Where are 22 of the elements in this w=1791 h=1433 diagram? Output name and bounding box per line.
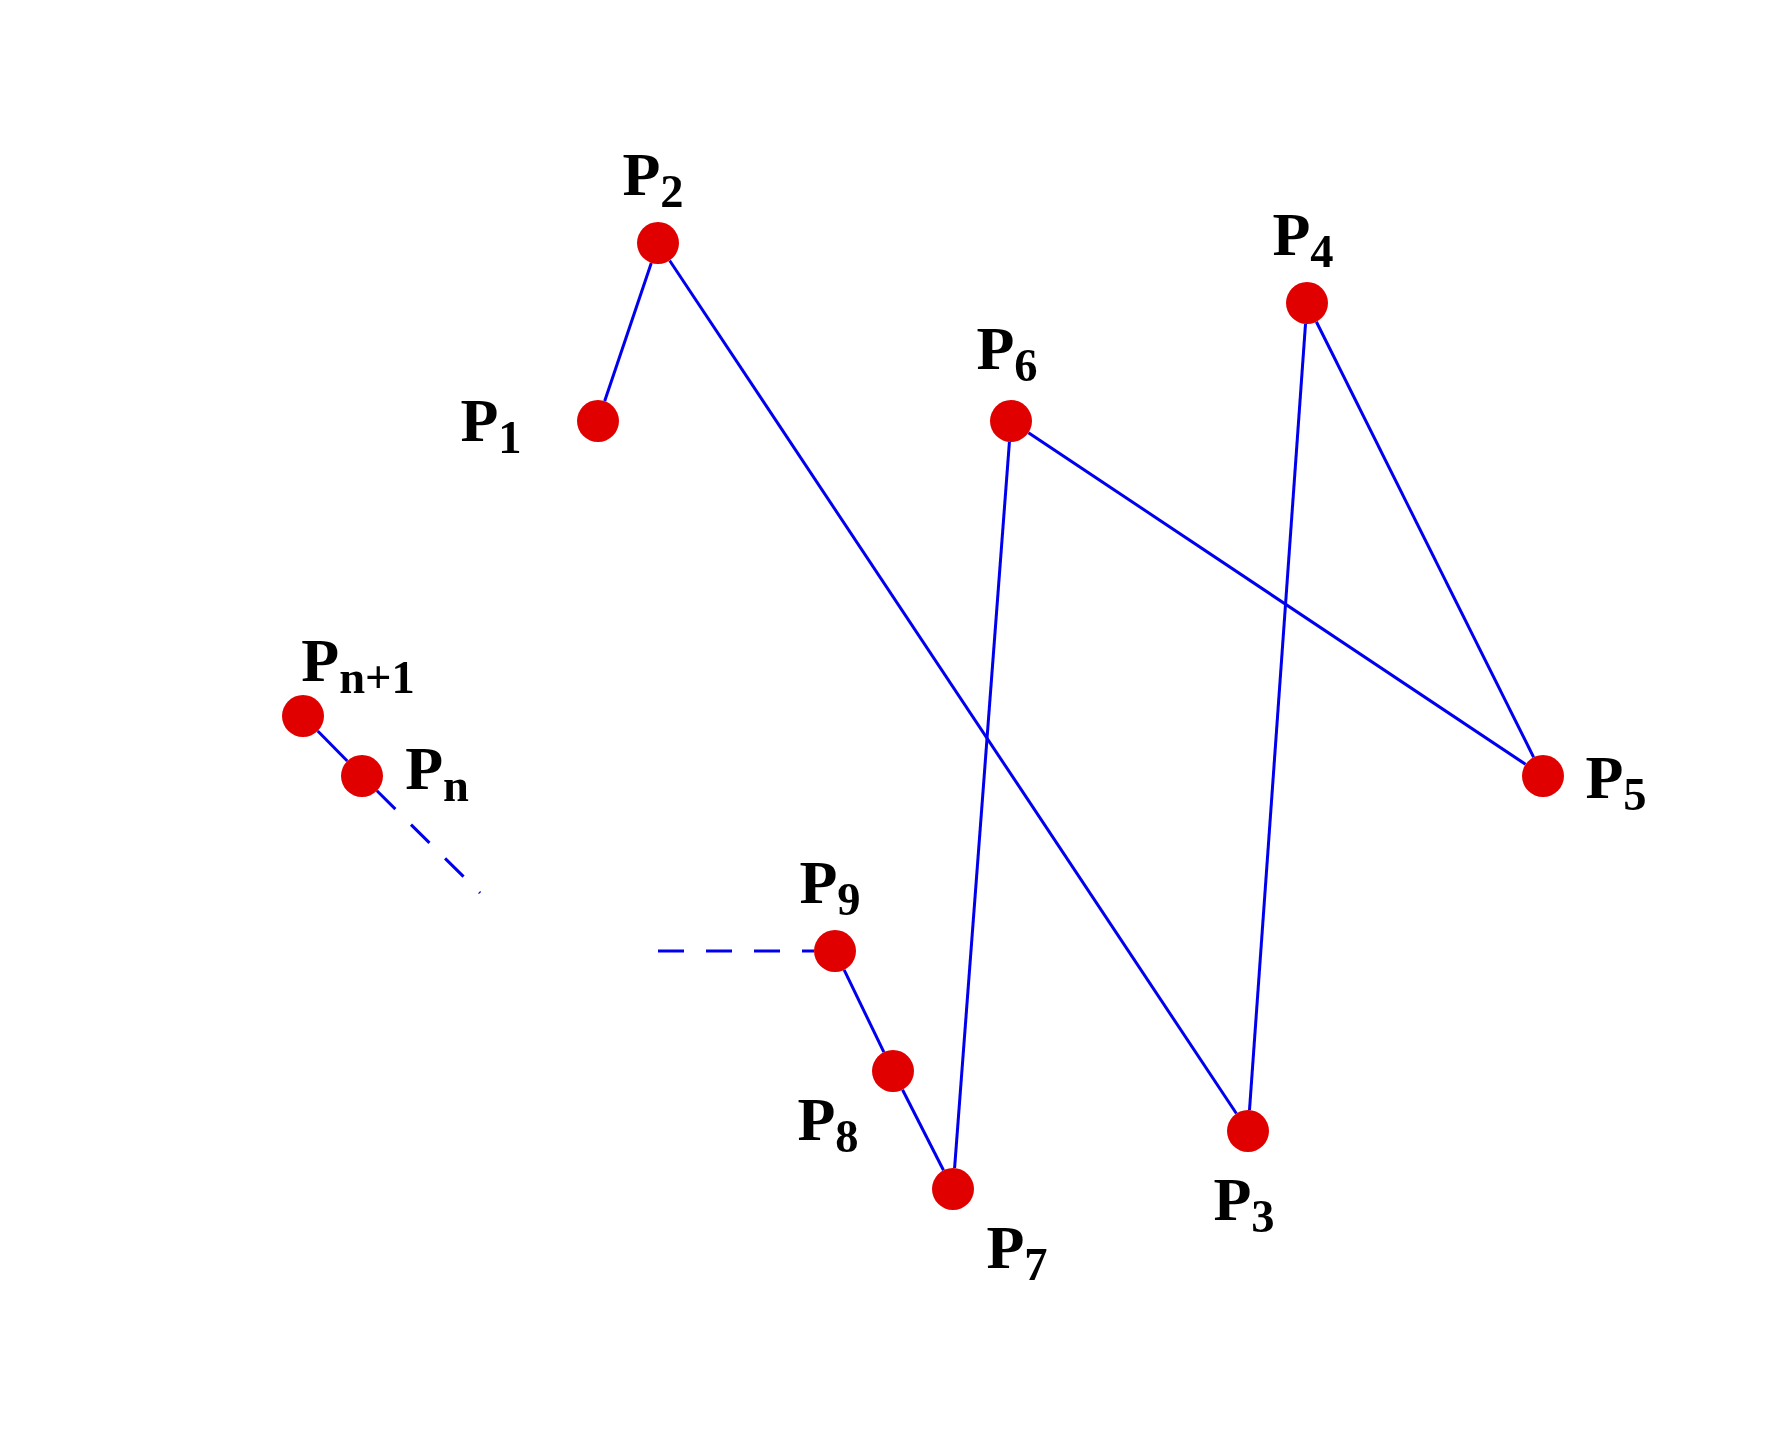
dashed-line xyxy=(375,789,482,895)
line-segment xyxy=(901,1089,945,1171)
point-label: P$_{2}$ xyxy=(622,143,684,205)
point-label: P$_{n+1}$ xyxy=(301,629,415,691)
point-label: P$_{5}$ xyxy=(1585,746,1647,808)
point-label: P$_{3}$ xyxy=(1213,1168,1275,1230)
point-label: P$_{4}$ xyxy=(1272,203,1334,265)
point-label: P$_{6}$ xyxy=(976,317,1038,379)
point-label: P$_{7}$ xyxy=(986,1216,1048,1278)
line-segment xyxy=(603,262,653,402)
line-segment xyxy=(1315,321,1535,758)
point-label: P$_{1}$ xyxy=(460,389,522,451)
line-segment xyxy=(842,969,886,1053)
dashed-line xyxy=(658,949,814,953)
line-segment xyxy=(1248,323,1307,1111)
line-segment xyxy=(668,259,1238,1115)
line-segment xyxy=(1027,431,1527,766)
point-label: P$_{8}$ xyxy=(797,1088,859,1150)
point-label: P$_{9}$ xyxy=(799,851,861,913)
line-segment xyxy=(953,441,1011,1169)
line-segment xyxy=(316,729,349,763)
point-label: P$_{n}$ xyxy=(405,737,469,799)
